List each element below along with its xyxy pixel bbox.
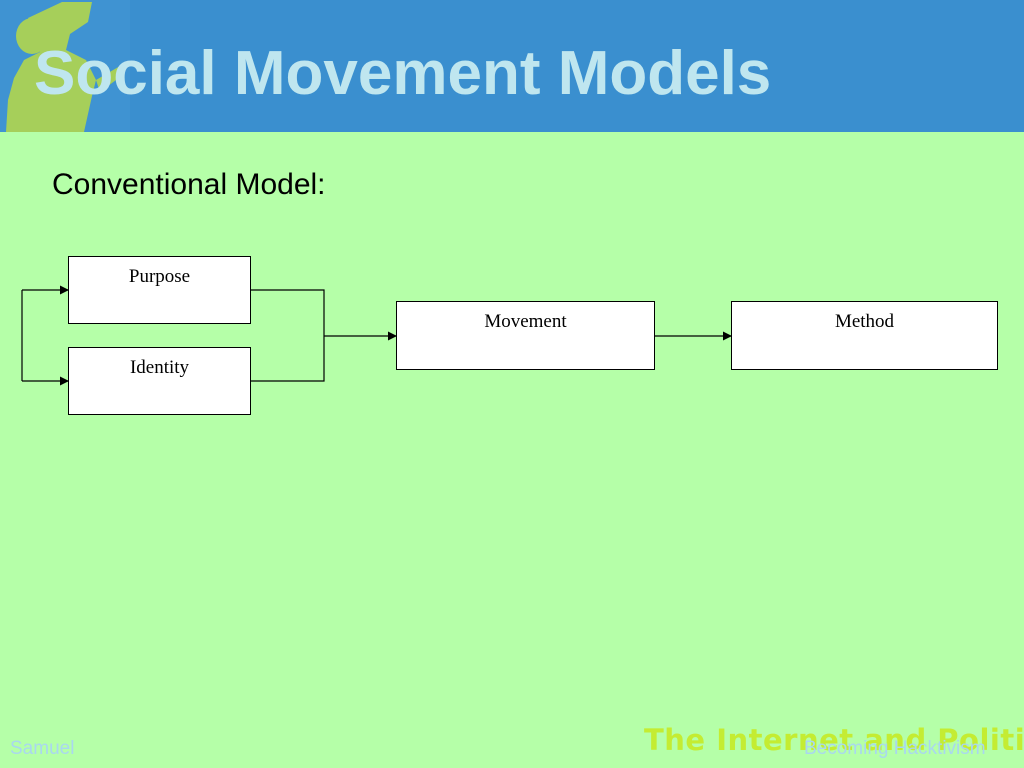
person-silhouette-icon — [0, 0, 130, 132]
edge-identity-to-movement — [251, 336, 325, 382]
footer-author: Samuel — [10, 738, 75, 759]
edge-purpose-to-movement — [251, 289, 325, 336]
node-purpose: Purpose — [68, 256, 251, 324]
slide-subtitle: Conventional Model: — [52, 168, 326, 201]
node-movement: Movement — [396, 301, 655, 370]
node-method: Method — [731, 301, 998, 370]
header-bar: Social Movement Models — [0, 0, 1024, 132]
footer-chapter: Becoming Hacktivism — [804, 738, 986, 759]
slide-title: Social Movement Models — [34, 39, 772, 108]
footer-logo: The Internet and Politics — [644, 723, 1024, 757]
node-identity: Identity — [68, 347, 251, 415]
